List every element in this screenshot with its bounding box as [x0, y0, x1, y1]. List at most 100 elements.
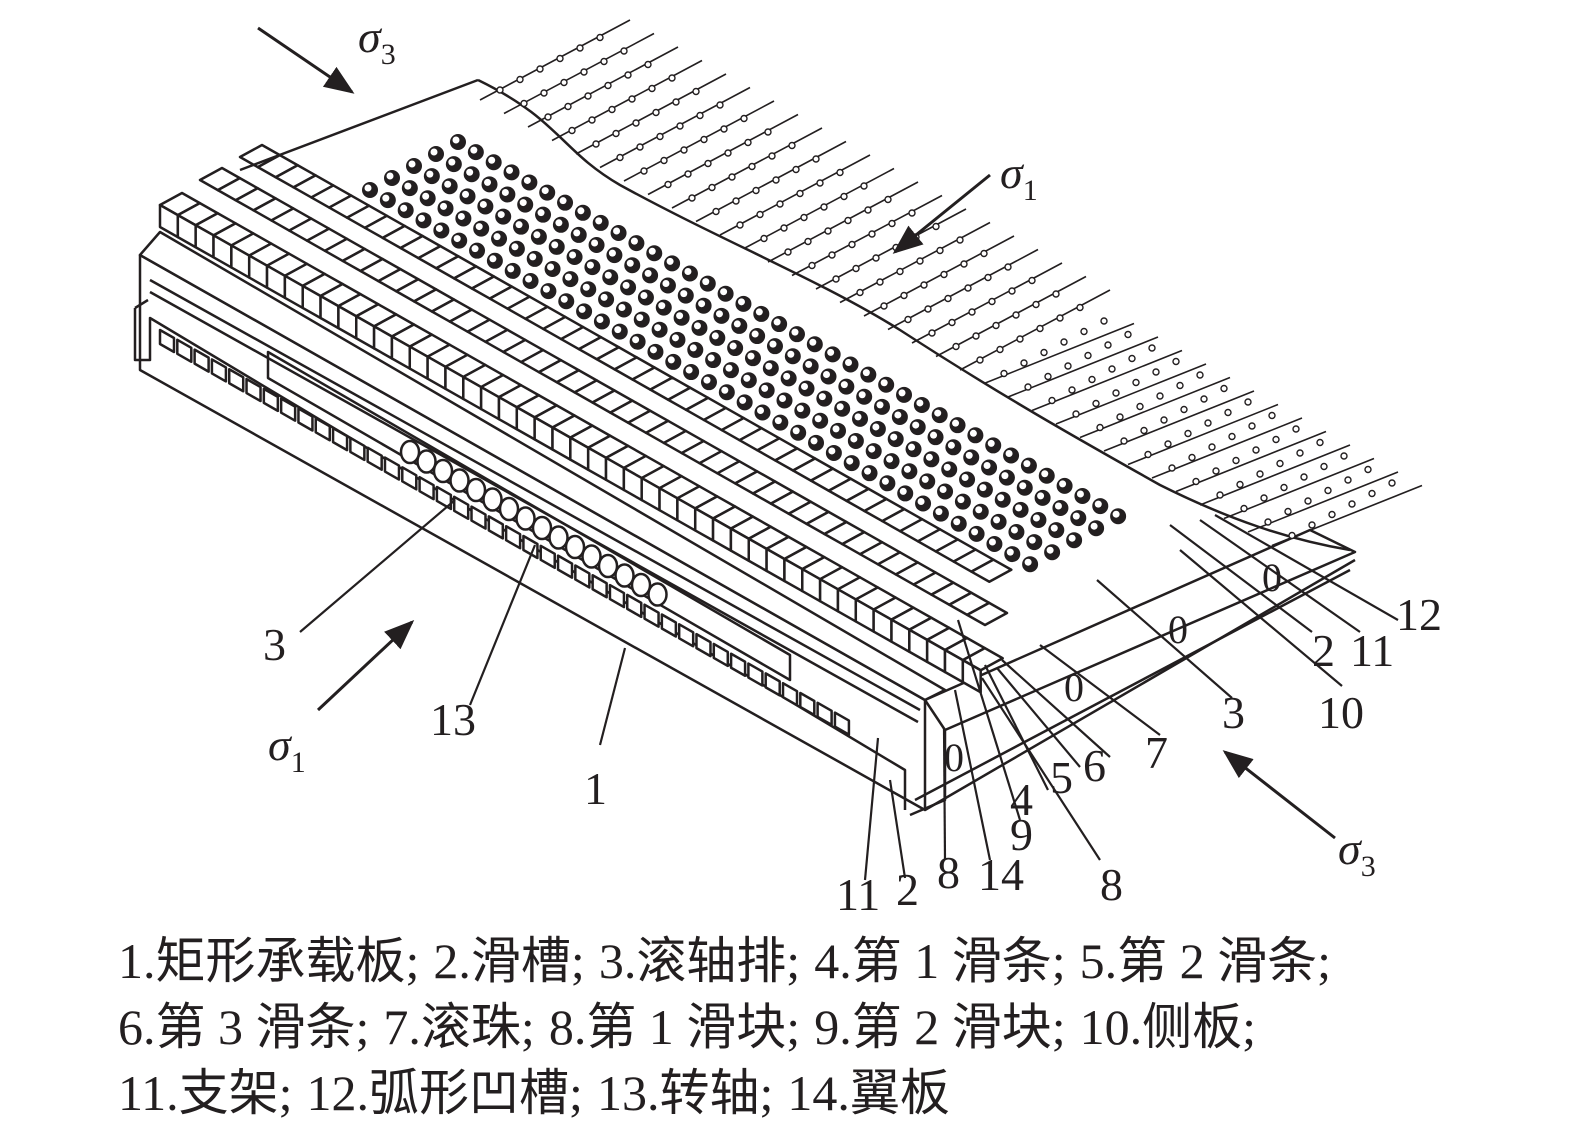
callout-9: 9 [1010, 809, 1033, 860]
rolling-ball-highlight [608, 249, 616, 257]
groove-link [1148, 344, 1156, 352]
groove-link [864, 206, 872, 214]
groove-link [712, 207, 720, 216]
rolling-ball-highlight [506, 166, 514, 174]
groove-link [1276, 459, 1284, 468]
rolling-ball-highlight [418, 214, 426, 222]
groove-link [632, 119, 640, 127]
groove-link [1368, 489, 1376, 498]
rolling-ball-highlight [596, 315, 604, 323]
bracket-block [383, 456, 401, 481]
groove-link [1288, 531, 1296, 540]
groove-link [1208, 443, 1216, 451]
rolling-ball-highlight [551, 241, 559, 249]
rolling-ball-highlight [1015, 504, 1023, 512]
groove-link [812, 155, 820, 163]
rolling-ball-highlight [547, 263, 555, 271]
groove-link [1164, 440, 1172, 448]
groove-line [623, 100, 775, 182]
rolling-ball-highlight [773, 318, 781, 326]
rolling-ball-highlight [868, 445, 876, 453]
groove-link [604, 81, 612, 90]
rolling-ball-highlight [680, 290, 688, 298]
groove-line [551, 59, 703, 142]
rolling-ball-highlight [925, 453, 933, 461]
groove-link [1320, 462, 1328, 471]
groove-link [544, 113, 552, 121]
rolling-ball-highlight [559, 197, 567, 205]
rolling-ball-highlight [814, 415, 822, 423]
rolling-ball-highlight [1094, 500, 1102, 508]
groove-line [575, 73, 727, 155]
groove-line [983, 322, 1135, 385]
groove-link [1244, 398, 1252, 406]
bracket-block [297, 407, 314, 432]
bracket-row [158, 328, 851, 736]
groove-link [1388, 479, 1396, 487]
rolling-ball-highlight [872, 423, 880, 431]
rolling-ball-highlight [1054, 502, 1062, 510]
roller-cylinder [564, 534, 586, 560]
bracket-block [314, 417, 332, 442]
groove-link [1024, 383, 1032, 391]
groove-link [872, 254, 880, 262]
rolling-ball-highlight [1024, 558, 1032, 566]
groove-link [496, 86, 504, 94]
rolling-ball-highlight [471, 245, 479, 253]
rolling-ball-highlight [569, 251, 577, 259]
roller-cylinder [531, 515, 553, 541]
rolling-ball-highlight [729, 342, 737, 350]
rolling-ball-highlight [751, 330, 759, 338]
rolling-ball-highlight [858, 391, 866, 399]
rolling-ball-highlight [783, 372, 791, 380]
groove-link [1048, 396, 1056, 405]
groove-link [1188, 453, 1196, 462]
bracket-block [331, 426, 349, 452]
rolling-ball-highlight [537, 209, 545, 217]
groove-link [540, 89, 548, 97]
figure-caption: 1.矩形承载板;2.滑槽;3.滚轴排;4.第 1 滑条;5.第 2 滑条;6.第… [118, 928, 1538, 1126]
rolling-ball-highlight [453, 235, 461, 243]
side-mark: 0 [944, 735, 964, 780]
rolling-ball-highlight [881, 477, 889, 485]
groove-link [1168, 464, 1176, 472]
rolling-ball-highlight [975, 506, 983, 514]
groove-line [671, 127, 823, 209]
groove-link [1044, 372, 1052, 381]
rolling-ball-highlight [1050, 524, 1058, 532]
rolling-ball-highlight [693, 322, 701, 330]
rolling-ball-highlight [840, 381, 848, 389]
callout-11-right: 11 [1350, 625, 1395, 676]
groove-link [624, 71, 632, 79]
rolling-ball-highlight [993, 516, 1001, 524]
callout-1: 1 [584, 763, 607, 814]
rolling-ball-highlight [573, 229, 581, 237]
groove-line [1271, 484, 1423, 547]
rolling-ball-highlight [591, 239, 599, 247]
rolling-ball-highlight [761, 384, 769, 392]
rolling-ball-highlight [1005, 450, 1013, 458]
side-mark: 0 [1064, 665, 1084, 710]
groove-link [984, 273, 992, 282]
bracket-block [608, 583, 626, 609]
rolling-ball-highlight [448, 158, 456, 166]
groove-link [1232, 456, 1240, 465]
groove-link [1236, 480, 1244, 489]
bracket-block [626, 593, 643, 619]
callout-12: 12 [1396, 589, 1442, 640]
rolling-ball-highlight [614, 326, 622, 334]
rolling-ball-highlight [626, 259, 634, 267]
rolling-ball-array [362, 134, 1127, 573]
bracket-block [227, 367, 245, 393]
groove-link [656, 132, 664, 141]
rolling-ball-highlight [1041, 470, 1049, 478]
groove-link [772, 176, 780, 184]
rolling-ball-highlight [430, 148, 438, 156]
groove-link [1248, 422, 1256, 430]
rolling-ball-highlight [630, 237, 638, 245]
bracket-block [799, 691, 816, 717]
groove-link [1036, 324, 1044, 333]
rolling-ball-highlight [666, 257, 674, 265]
groove-link [1324, 486, 1332, 495]
groove-link [1020, 359, 1028, 367]
